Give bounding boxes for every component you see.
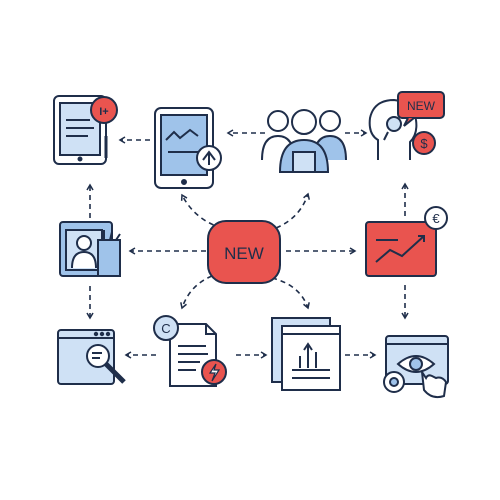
- connectors: [86, 129, 409, 359]
- euro-coin-label: €: [432, 211, 440, 226]
- new-speech-bubble: [397, 91, 445, 119]
- arrow-center-to-team: [275, 192, 310, 229]
- profile-card-icon: [59, 221, 121, 277]
- dollar-coin-icon: [412, 131, 436, 155]
- notification-badge-label: I+: [99, 106, 108, 118]
- vision-browser-icon: [383, 335, 449, 399]
- copyright-badge-label: C: [161, 321, 170, 336]
- analytics-tablet-icon: [154, 107, 222, 189]
- eye-icon: [409, 357, 423, 371]
- arrow-center-to-chart: [271, 277, 310, 310]
- arrow-center-to-document: [180, 275, 213, 310]
- report-chart-icon: [271, 317, 341, 391]
- speech-bubble-label: NEW: [407, 99, 436, 113]
- magnifier-icon: [86, 344, 110, 368]
- growth-chart-icon: €: [365, 206, 448, 277]
- euro-coin-icon: [424, 206, 448, 230]
- dollar-coin-label: $: [420, 136, 428, 151]
- center-new-label: NEW: [224, 244, 264, 263]
- notes-tablet-icon: I+: [53, 95, 118, 165]
- document-icon: C: [153, 315, 227, 387]
- center-new-node: NEW: [207, 220, 281, 284]
- notification-badge-icon: [90, 96, 118, 124]
- idea-head-icon: NEW $: [368, 91, 445, 160]
- search-browser-icon: [57, 329, 126, 385]
- copyright-badge-icon: [153, 315, 179, 341]
- team-icon: [261, 109, 347, 173]
